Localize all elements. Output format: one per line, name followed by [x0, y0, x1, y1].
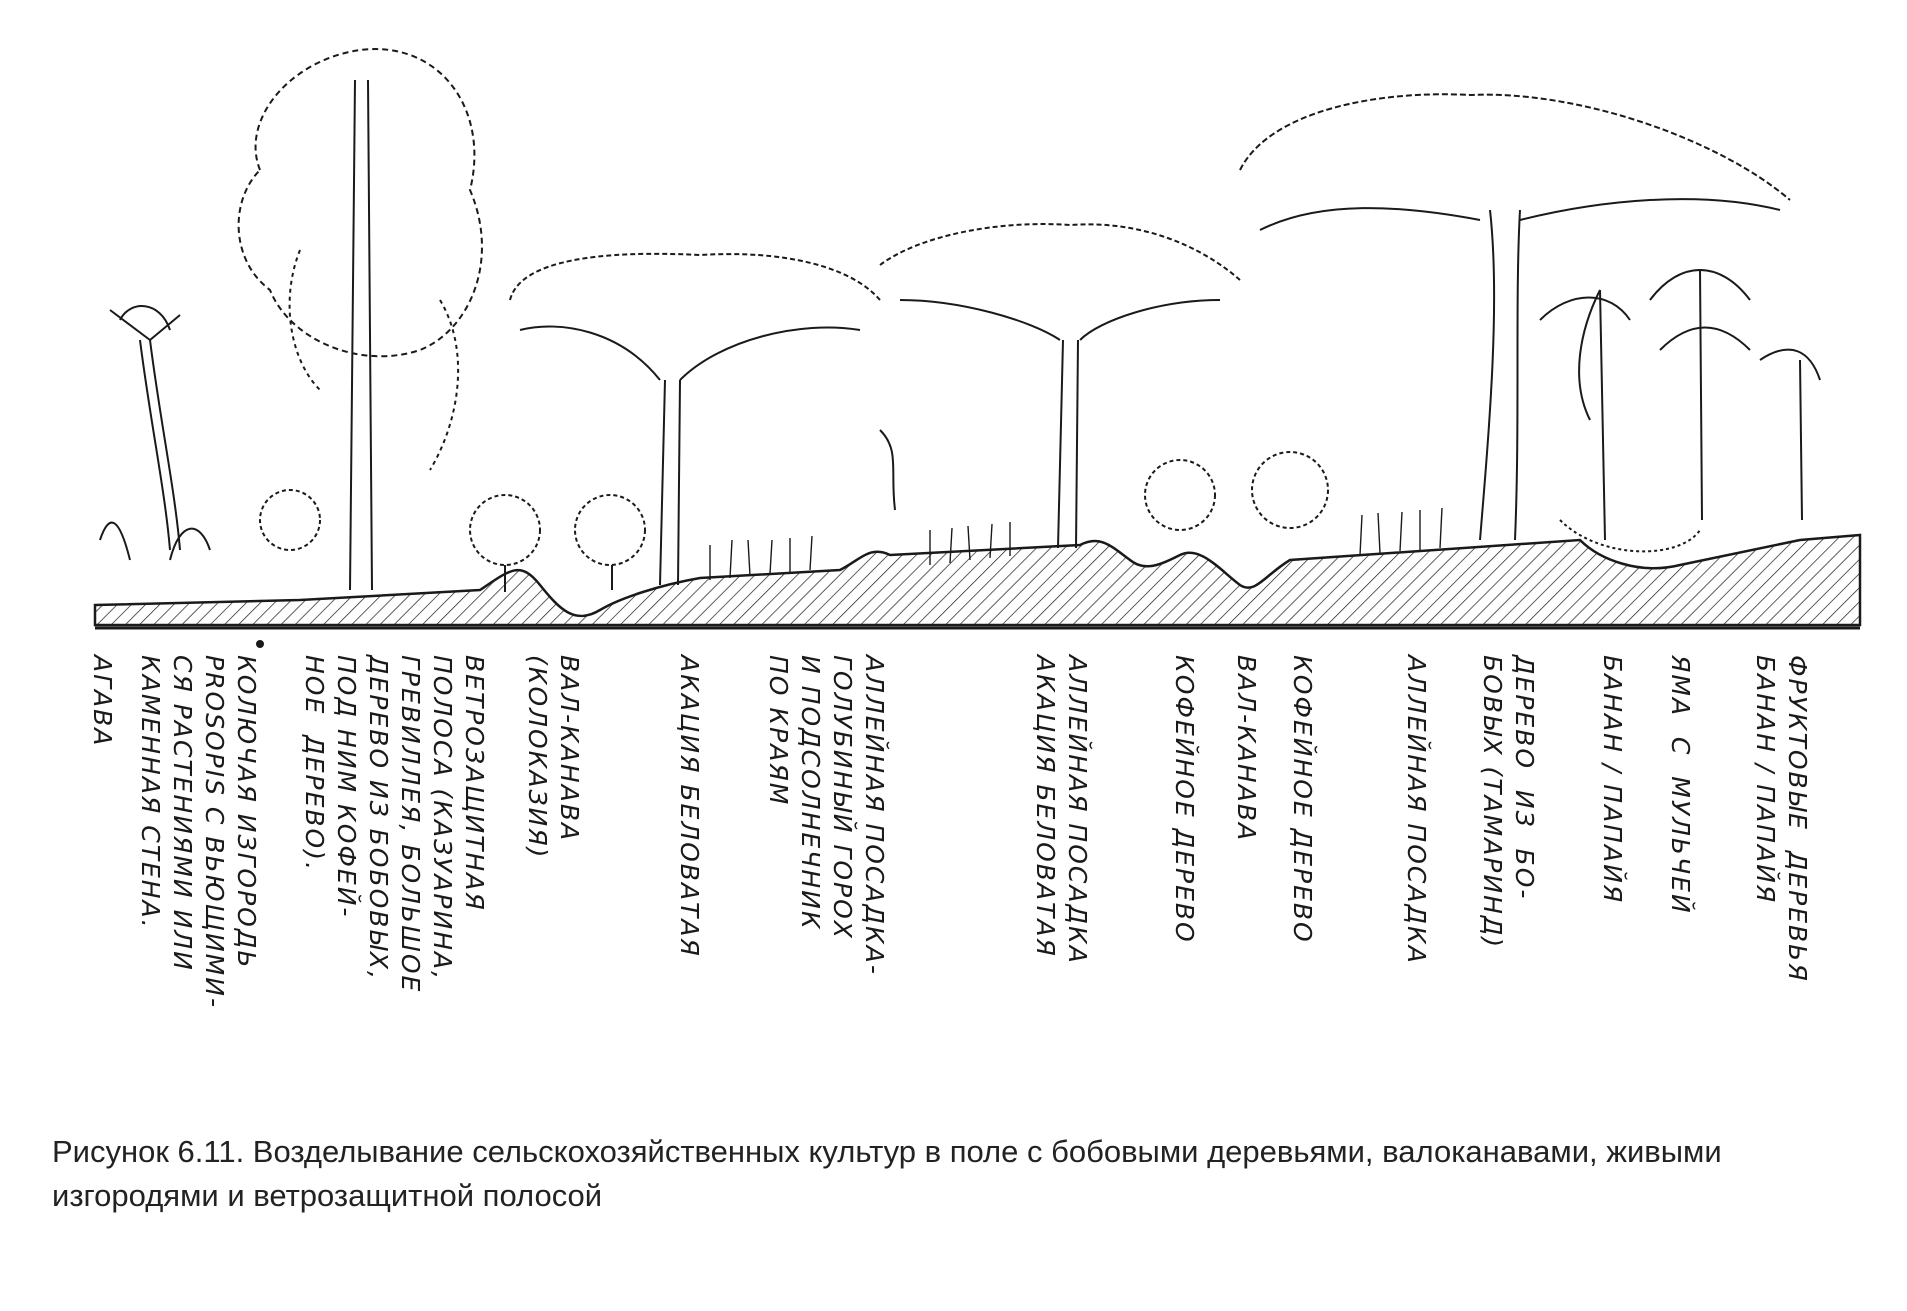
- grass-strip: [709, 507, 1443, 580]
- bullet-mark: [256, 640, 264, 648]
- tamarind-tree: [1239, 93, 1791, 541]
- agave-plant: [99, 305, 211, 561]
- figure-caption: Рисунок 6.11. Возделывание сельскохозяйс…: [52, 1134, 1722, 1213]
- ground-profile: [93, 533, 1862, 627]
- windbreak-tall-trees: [237, 48, 541, 592]
- acacia-canopy-1: [509, 252, 881, 590]
- agroforestry-scene: [93, 48, 1862, 630]
- acacia-canopy-2: [879, 223, 1329, 549]
- banana-papaya-plants: [1539, 269, 1821, 553]
